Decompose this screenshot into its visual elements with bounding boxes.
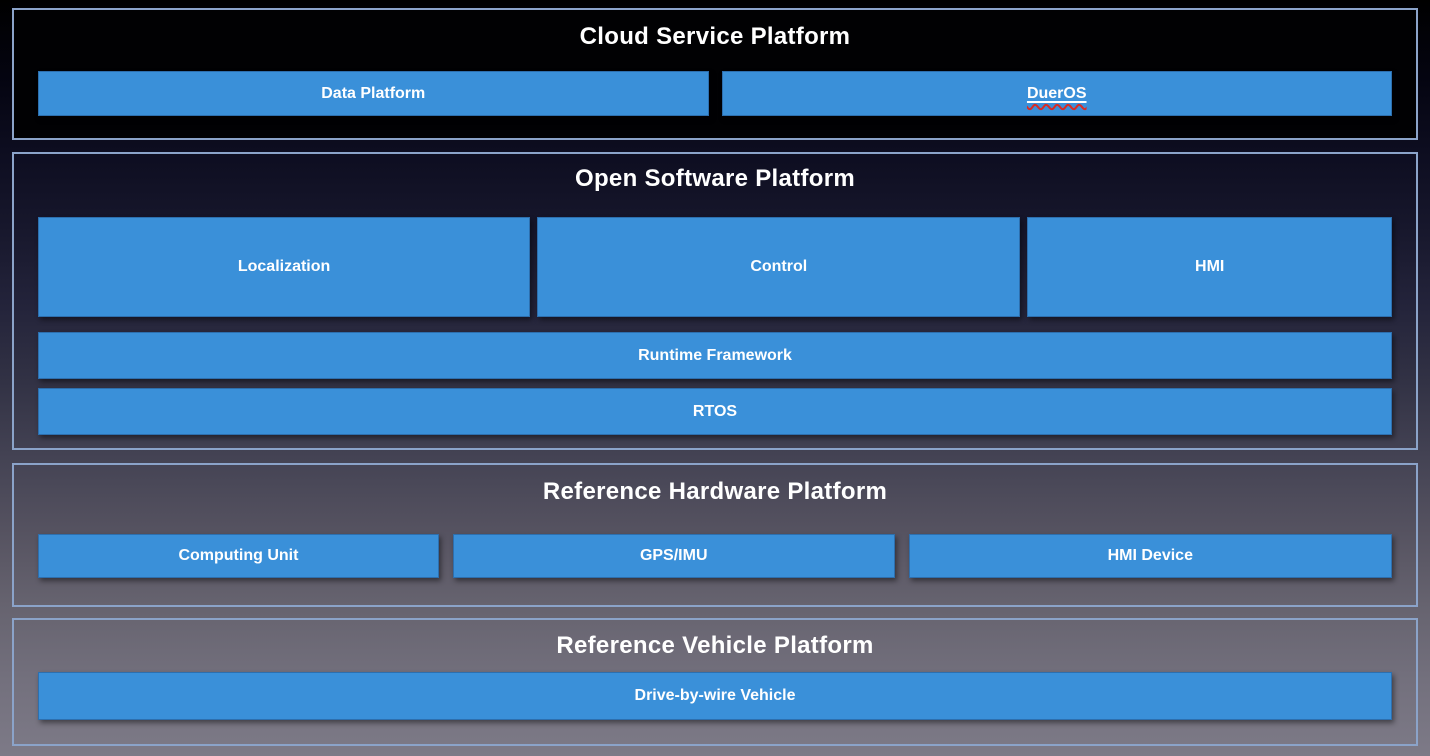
box-label-localization: Localization bbox=[237, 258, 331, 275]
vehicle-box-row: Drive-by-wire Vehicle bbox=[38, 672, 1392, 720]
box-dueros: DuerOS bbox=[721, 71, 1392, 116]
box-gps-imu: GPS/IMU bbox=[452, 534, 895, 578]
box-drive-by-wire-vehicle: Drive-by-wire Vehicle bbox=[38, 672, 1392, 720]
box-localization: Localization bbox=[38, 217, 531, 317]
box-hmi-device: HMI Device bbox=[908, 534, 1393, 578]
software-box-row-2: Runtime Framework bbox=[38, 332, 1392, 379]
section-title-software: Open Software Platform bbox=[575, 165, 855, 192]
section-reference-vehicle-platform: Reference Vehicle Platform Drive-by-wire… bbox=[12, 618, 1418, 746]
box-label-gps-imu: GPS/IMU bbox=[639, 547, 708, 564]
box-control: Control bbox=[537, 217, 1021, 317]
box-computing-unit: Computing Unit bbox=[38, 534, 439, 578]
box-label-drive-by-wire-vehicle: Drive-by-wire Vehicle bbox=[634, 687, 796, 704]
box-label-hmi-device: HMI Device bbox=[1107, 547, 1193, 564]
section-reference-hardware-platform: Reference Hardware Platform Computing Un… bbox=[12, 463, 1418, 607]
section-title-cloud: Cloud Service Platform bbox=[579, 23, 851, 50]
hardware-box-row: Computing Unit GPS/IMU HMI Device bbox=[38, 534, 1393, 578]
box-label-hmi: HMI bbox=[1195, 258, 1225, 275]
box-label-runtime-framework: Runtime Framework bbox=[638, 346, 792, 364]
box-label-data-platform: Data Platform bbox=[321, 84, 426, 102]
box-label-rtos: RTOS bbox=[692, 402, 738, 420]
software-box-row-1: Localization Control HMI bbox=[38, 217, 1392, 317]
box-hmi: HMI bbox=[1027, 217, 1392, 317]
cloud-box-row: Data Platform DuerOS bbox=[38, 71, 1392, 116]
software-box-row-3: RTOS bbox=[38, 388, 1392, 435]
box-runtime-framework: Runtime Framework bbox=[38, 332, 1392, 379]
box-label-dueros: DuerOS bbox=[1026, 84, 1087, 102]
box-rtos: RTOS bbox=[38, 388, 1392, 435]
section-cloud-service-platform: Cloud Service Platform Data Platform Due… bbox=[12, 8, 1418, 140]
box-label-control: Control bbox=[750, 258, 808, 275]
box-data-platform: Data Platform bbox=[38, 71, 709, 116]
section-open-software-platform: Open Software Platform Localization Cont… bbox=[12, 152, 1418, 450]
section-title-hardware: Reference Hardware Platform bbox=[542, 478, 888, 505]
section-title-vehicle: Reference Vehicle Platform bbox=[556, 632, 874, 659]
box-label-computing-unit: Computing Unit bbox=[178, 547, 299, 564]
spellcheck-squiggle: DuerOS bbox=[1027, 85, 1087, 103]
